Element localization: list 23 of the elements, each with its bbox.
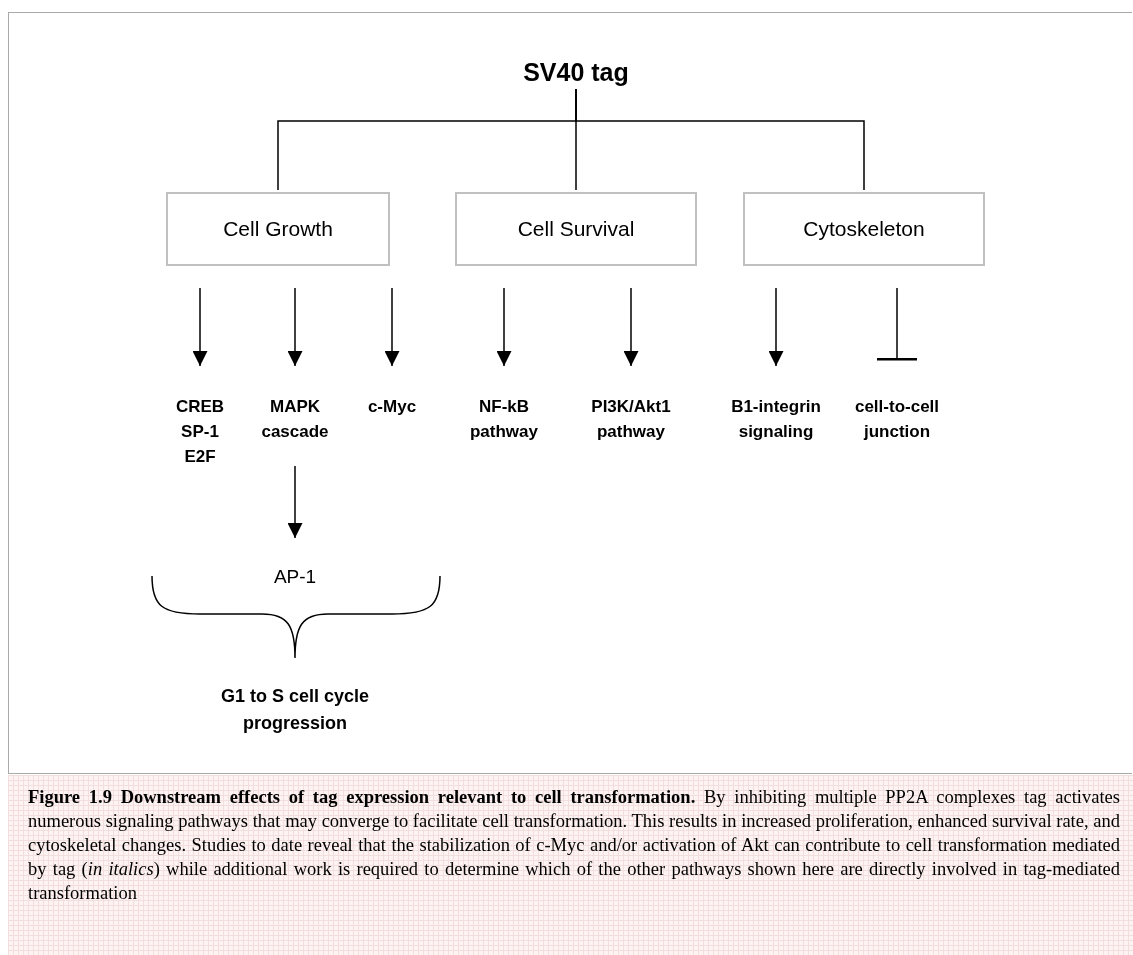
pathway-label: NF-kB pathway [464, 394, 544, 444]
arrow [287, 287, 303, 367]
connector-line [575, 88, 865, 191]
pathway-label: MAPK cascade [255, 394, 335, 444]
inhibition-line [877, 287, 917, 361]
pathway-label: AP-1 [273, 566, 317, 588]
arrow [768, 287, 784, 367]
pathway-label: c-Myc [367, 394, 417, 419]
arrow [384, 287, 400, 367]
pathway-label: PI3K/Akt1 pathway [581, 394, 681, 444]
category-box: Cell Growth [166, 192, 390, 266]
arrow [496, 287, 512, 367]
arrow [287, 465, 303, 539]
pathway-label: B1-integrin signaling [716, 394, 836, 444]
pathway-label: CREB SP-1 E2F [165, 394, 235, 469]
arrow [192, 287, 208, 367]
outcome-label: G1 to S cell cycle progression [219, 685, 371, 735]
pathway-label: cell-to-cell junction [842, 394, 952, 444]
figure-caption: Figure 1.9 Downstream effects of tag expression relevant to cell transformation. By inhibiting multiple PP2A complexes tag activates numerous signaling pathways that may converge to facilitate cell transformation. This results in increased proliferation, enhanced survival rate, and cytoskeletal changes. Studies to date reveal that the stabilization of c-Myc and/or activation of Akt can contribute to cell transformation mediated by tag (in italics) while additional work is required to determine which of the other pathways shown here are directly involved in tag-mediated transformation [28, 786, 1120, 905]
diagram-heading: SV40 tag [523, 58, 629, 87]
category-box: Cytoskeleton [743, 192, 985, 266]
arrow [623, 287, 639, 367]
category-box: Cell Survival [455, 192, 697, 266]
